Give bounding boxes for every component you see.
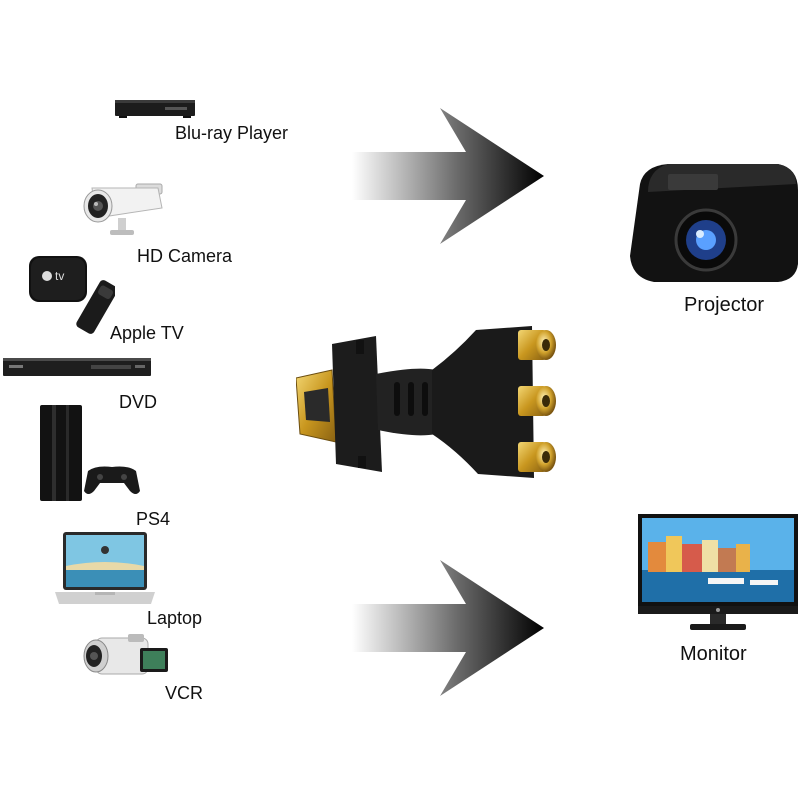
dvd-player-icon bbox=[3, 358, 151, 376]
source-label-laptop: Laptop bbox=[147, 608, 203, 628]
projector-icon bbox=[630, 164, 798, 282]
blu-ray-player-icon bbox=[115, 100, 195, 118]
destination-label-projector: Projector bbox=[684, 294, 765, 316]
apple-tv-icon: tv bbox=[29, 256, 115, 334]
cctv-camera-icon bbox=[83, 183, 163, 235]
camcorder-icon bbox=[83, 634, 168, 675]
apple-tv-mark: tv bbox=[55, 269, 64, 283]
bottom-arrow-icon bbox=[352, 560, 544, 696]
monitor-icon bbox=[638, 514, 798, 630]
source-label-dvd: DVD bbox=[119, 392, 158, 412]
source-label-blu-ray: Blu-ray Player bbox=[175, 123, 289, 143]
laptop bbox=[55, 530, 155, 606]
top-arrow-icon bbox=[352, 108, 544, 244]
apple-tv: tv bbox=[25, 250, 115, 336]
source-label-vcr: VCR bbox=[165, 683, 204, 703]
source-label-apple-tv: Apple TV bbox=[110, 323, 184, 343]
destination-label-monitor: Monitor bbox=[680, 643, 747, 665]
laptop-icon bbox=[55, 532, 155, 604]
source-label-ps4: PS4 bbox=[136, 509, 171, 529]
dvd-player bbox=[3, 352, 153, 382]
camcorder bbox=[78, 628, 170, 684]
blu-ray-player bbox=[115, 96, 195, 120]
hd-camera bbox=[78, 178, 168, 240]
source-label-hd-camera: HD Camera bbox=[137, 246, 233, 266]
hdmi-to-rca-adapter-icon bbox=[296, 326, 556, 478]
ps4-console-icon bbox=[40, 405, 140, 501]
ps4 bbox=[38, 405, 143, 503]
